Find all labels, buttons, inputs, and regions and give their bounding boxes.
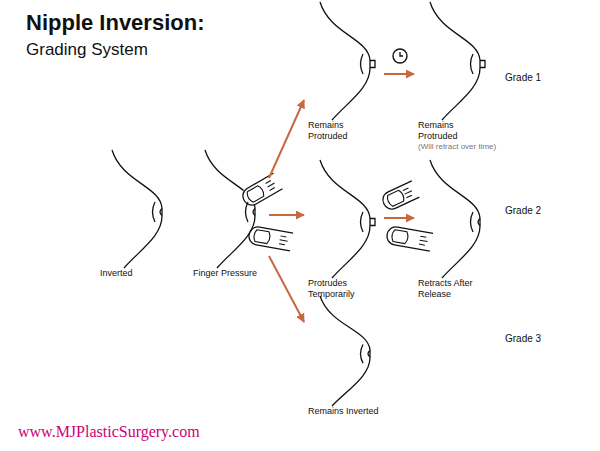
diagram-title: Nipple Inversion:	[26, 10, 204, 36]
stage-label: Remains Protruded	[418, 120, 478, 142]
breast-profile	[430, 2, 485, 120]
grade-label: Grade 1	[505, 72, 541, 83]
stage-figure: Remains Protruded(Will retract over time…	[418, 2, 528, 151]
stage-label: Finger Pressure	[193, 268, 265, 279]
breast-profile	[112, 150, 162, 268]
stage-figure: Remains Protruded	[308, 2, 380, 142]
stage-figure: Retracts After Release	[418, 160, 490, 300]
website-watermark: www.MJPlasticSurgery.com	[18, 423, 200, 441]
stage-label: Inverted	[100, 268, 172, 279]
grade-label: Grade 2	[505, 205, 541, 216]
clock-icon	[393, 49, 407, 63]
finger-illustration	[380, 181, 419, 212]
breast-profile	[320, 160, 375, 278]
breast-profile	[205, 150, 255, 268]
breast-profile	[320, 296, 370, 406]
flow-arrow	[384, 217, 414, 219]
stage-figure: Protrudes Temporarily	[308, 160, 380, 300]
flow-arrow	[269, 256, 304, 322]
flow-arrow	[269, 100, 304, 178]
finger-illustration	[240, 173, 283, 208]
finger-illustration	[386, 226, 433, 252]
grade-label: Grade 3	[505, 333, 541, 344]
stage-label: Remains Protruded	[308, 120, 380, 142]
stage-label: (Will retract over time)	[418, 142, 528, 152]
breast-profile	[430, 160, 480, 278]
stage-label: Retracts After Release	[418, 278, 490, 300]
flow-arrow	[384, 73, 414, 75]
stage-figure: Remains Inverted	[308, 296, 380, 417]
stage-figure: Finger Pressure	[193, 150, 265, 279]
breast-profile	[320, 2, 375, 120]
stage-label: Remains Inverted	[308, 406, 380, 417]
stage-label: Protrudes Temporarily	[308, 278, 380, 300]
stage-figure: Inverted	[100, 150, 172, 279]
subtitle: Grading System	[26, 40, 148, 60]
flow-arrow	[269, 214, 304, 216]
finger-illustration	[248, 226, 293, 251]
